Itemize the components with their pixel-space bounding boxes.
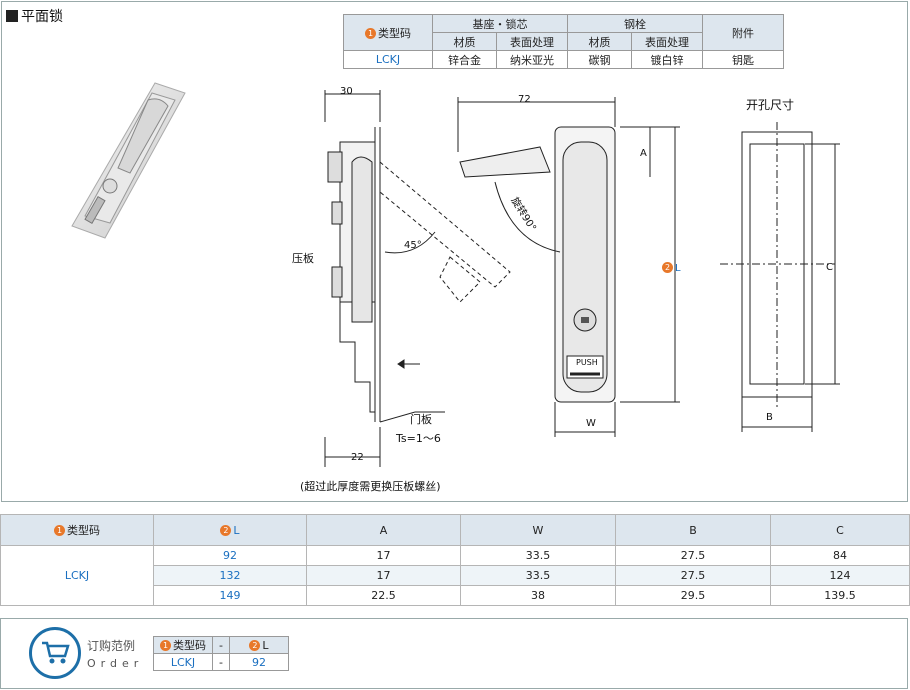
dim-30-label: 30 [340,86,353,97]
bolt-material-header: 材质 [567,32,632,51]
cart-icon [29,627,81,679]
technical-drawing [324,90,840,467]
dims-a-header: A [306,514,461,546]
badge-one-icon: 1 [54,525,65,536]
dim-72-label: 72 [518,94,531,105]
base-material-header: 材质 [432,32,497,51]
order-l-cell: 92 [228,653,289,671]
badge-two-icon: 2 [220,524,232,536]
dim-c-label: C [826,262,833,273]
dims-c-header: C [770,514,910,546]
door-plate-label: 门板 [410,413,432,426]
badge-two-icon: 2 [662,262,673,273]
dims-b-header: B [615,514,771,546]
dim-w-label: W [586,418,596,429]
order-code-cell: LCKJ [153,653,213,671]
page-title: 平面锁 [6,6,63,26]
square-bullet-icon [6,10,18,22]
dim-b-label: B [766,412,773,423]
group-base-header: 基座・锁芯 [432,14,568,33]
badge-two-icon: 2 [249,639,261,651]
base-surface-cell: 纳米亚光 [496,50,568,69]
product-photo [71,82,186,239]
press-plate-label: 压板 [292,252,314,265]
spec-code-cell: LCKJ [343,50,433,69]
base-material-cell: 锌合金 [432,50,497,69]
dims-code-cell: LCKJ [0,545,154,606]
dim-22-label: 22 [351,452,364,463]
order-label-cn: 订购范例 [87,639,136,653]
dims-w-header: W [460,514,616,546]
accessory-cell: 钥匙 [702,50,784,69]
bolt-material-cell: 碳钢 [567,50,632,69]
group-bolt-header: 钢栓 [567,14,703,33]
order-example-panel: 订购范例 Order [0,618,908,689]
table-row: LCKJ 92 17 33.5 27.5 84 [0,545,910,606]
push-label: PUSH [576,358,598,367]
cutout-label: 开孔尺寸 [746,98,795,112]
badge-one-icon: 1 [365,27,376,39]
table-row: 149 22.5 38 29.5 139.5 [1,585,910,606]
base-surface-header: 表面处理 [496,32,568,51]
accessory-header: 附件 [702,14,784,51]
bolt-surface-cell: 镀白锌 [631,50,703,69]
angle-45-label: 45° [404,240,422,251]
table-row: 132 17 33.5 27.5 124 [1,565,910,586]
ts-label: Ts=1～6 [396,432,441,445]
bolt-surface-header: 表面处理 [631,32,703,51]
thickness-note: (超过此厚度需更换压板螺丝) [300,480,441,493]
order-dash-cell: - [212,653,230,671]
order-dash-header: - [212,636,230,654]
order-label-en: Order [87,657,144,670]
dim-a-label: A [640,148,647,159]
badge-one-icon: 1 [160,640,171,651]
